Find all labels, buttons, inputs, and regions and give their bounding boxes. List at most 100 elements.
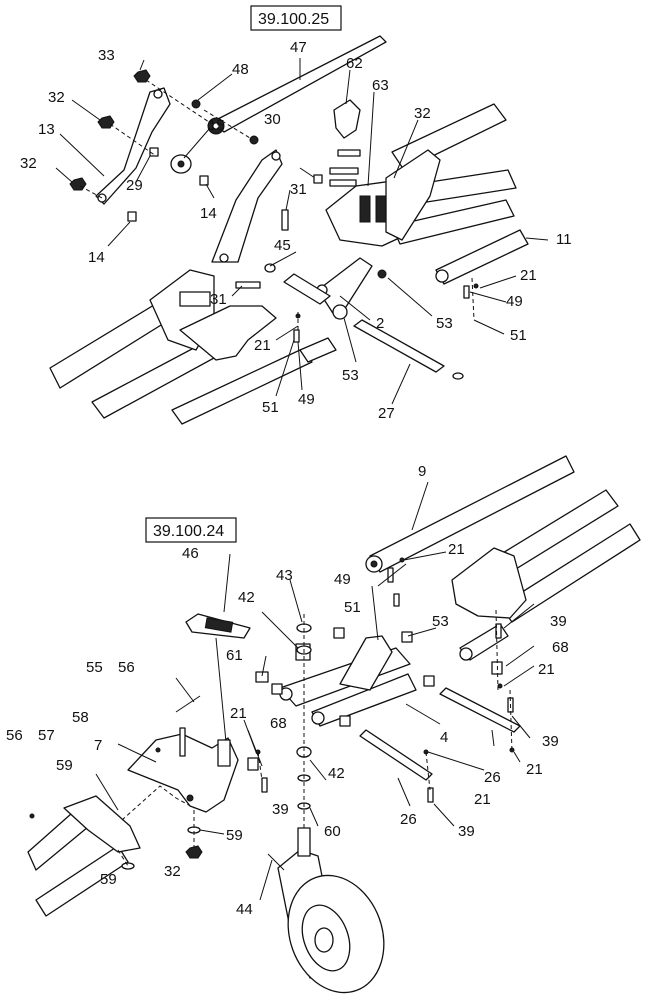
pin-49-c xyxy=(387,567,394,583)
label-31b: 31 xyxy=(210,291,227,308)
arm-11 xyxy=(435,229,529,285)
hitch-pin-block xyxy=(179,291,211,307)
label-59b: 59 xyxy=(226,827,243,844)
label-49a: 49 xyxy=(506,293,523,310)
frame-tube-left-3 xyxy=(171,349,313,425)
ref-top-text: 39.100.25 xyxy=(258,11,329,28)
label-49c: 49 xyxy=(334,571,351,588)
label-29: 29 xyxy=(126,177,143,194)
label-30: 30 xyxy=(264,111,281,128)
label-59c: 59 xyxy=(100,871,117,888)
label-42a: 42 xyxy=(238,589,255,606)
label-21e: 21 xyxy=(230,705,247,722)
ref-box-top xyxy=(250,5,342,31)
label-45: 45 xyxy=(274,237,291,254)
ref-mid-text: 39.100.24 xyxy=(153,523,224,540)
bolt-31-a xyxy=(281,209,289,231)
label-53a: 53 xyxy=(436,315,453,332)
label-56a: 56 xyxy=(118,659,135,676)
label-53c: 53 xyxy=(432,613,449,630)
label-27: 27 xyxy=(378,405,395,422)
ref-box-mid xyxy=(145,517,237,543)
clamp-62 xyxy=(333,99,361,139)
bushing-14-b xyxy=(199,175,209,186)
label-21g: 21 xyxy=(474,791,491,808)
pin-45 xyxy=(283,273,331,305)
label-51b: 51 xyxy=(262,399,279,416)
label-49b: 49 xyxy=(298,391,315,408)
bolt-31-b xyxy=(235,281,261,289)
label-58: 58 xyxy=(72,709,89,726)
label-32b: 32 xyxy=(20,155,37,172)
label-68b: 68 xyxy=(270,715,287,732)
nut-32-bottom xyxy=(185,845,203,859)
hitch-yoke-left xyxy=(179,305,277,361)
label-31a: 31 xyxy=(290,181,307,198)
label-9: 9 xyxy=(418,463,426,480)
bolt-51 xyxy=(393,593,400,607)
pin-49-a xyxy=(293,329,300,343)
label-26a: 26 xyxy=(484,769,501,786)
label-4: 4 xyxy=(440,729,448,746)
shaft-27 xyxy=(353,319,445,373)
label-21f: 21 xyxy=(526,761,543,778)
plate-31 xyxy=(211,149,283,263)
label-21d: 21 xyxy=(538,661,555,678)
bolt-39-c xyxy=(427,787,434,803)
label-60: 60 xyxy=(324,823,341,840)
label-26b: 26 xyxy=(400,811,417,828)
bracket-7 xyxy=(127,733,239,813)
nut-32-top xyxy=(97,115,115,129)
label-32d: 32 xyxy=(164,863,181,880)
top-assembly: 39.100.25 xyxy=(20,5,572,425)
arm-lower-right xyxy=(299,337,337,363)
label-13: 13 xyxy=(38,121,55,138)
axle-frame-4c xyxy=(339,635,393,691)
bolt-58 xyxy=(179,727,186,757)
pin-49-b xyxy=(463,285,470,299)
label-39a: 39 xyxy=(550,613,567,630)
nut-61 xyxy=(255,671,269,683)
bolt-63-b xyxy=(329,167,359,175)
label-42b: 42 xyxy=(328,765,345,782)
label-39d: 39 xyxy=(458,823,475,840)
label-21c: 21 xyxy=(448,541,465,558)
label-55: 55 xyxy=(86,659,103,676)
washer-59-left xyxy=(121,862,135,870)
frame-right-2 xyxy=(499,523,641,623)
nut-33 xyxy=(133,69,151,83)
washer-48b xyxy=(249,135,259,145)
label-39c: 39 xyxy=(272,801,289,818)
label-68a: 68 xyxy=(552,639,569,656)
plate-13 xyxy=(95,87,171,205)
label-56b: 56 xyxy=(6,727,23,744)
beam-right-1 xyxy=(391,103,507,171)
label-46: 46 xyxy=(182,545,199,562)
bolt-63-a xyxy=(337,149,361,157)
label-39b: 39 xyxy=(542,733,559,750)
bolt-30 xyxy=(313,174,323,184)
caster-stem xyxy=(297,827,311,857)
bushing-29 xyxy=(149,147,159,157)
label-59a: 59 xyxy=(56,757,73,774)
bolt-63-c xyxy=(329,179,357,187)
label-14a: 14 xyxy=(88,249,105,266)
bushing-14-a xyxy=(127,211,137,222)
label-32a: 32 xyxy=(48,89,65,106)
label-11: 11 xyxy=(556,231,572,248)
beam-9 xyxy=(369,455,575,573)
label-61: 61 xyxy=(226,647,243,664)
label-48: 48 xyxy=(232,61,249,78)
label-63: 63 xyxy=(372,77,389,94)
label-43: 43 xyxy=(276,567,293,584)
washer-48 xyxy=(191,99,201,109)
label-51c: 51 xyxy=(344,599,361,616)
label-32c: 32 xyxy=(414,105,431,122)
label-33: 33 xyxy=(98,47,115,64)
label-44: 44 xyxy=(236,901,253,918)
label-62: 62 xyxy=(346,55,363,72)
label-21a: 21 xyxy=(520,267,537,284)
pin-68-left xyxy=(247,757,259,771)
frame-left-2 xyxy=(35,845,129,917)
label-14b: 14 xyxy=(200,205,217,222)
